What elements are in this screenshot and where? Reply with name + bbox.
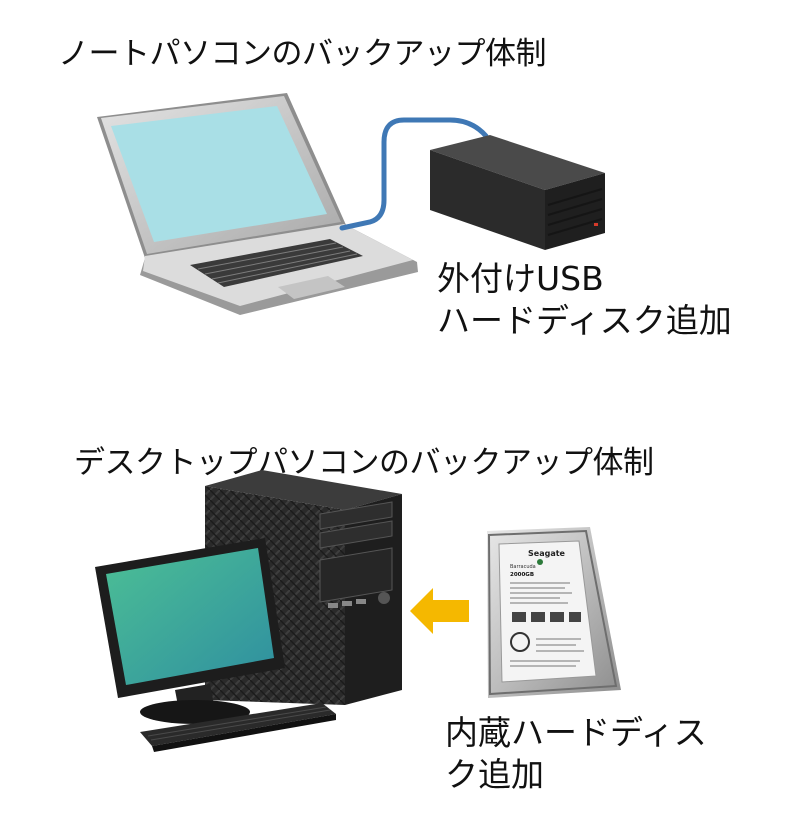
usb-cable: [339, 117, 489, 231]
external-hdd-illustration: [430, 135, 605, 250]
laptop-touchpad: [278, 276, 345, 299]
desktop-caption: 内蔵ハードディス ク追加: [445, 712, 707, 796]
desktop-section-title: デスクトップパソコンのバックアップ体制: [74, 445, 654, 481]
desktop-caption-line2: ク追加: [445, 755, 544, 794]
internal-hdd-illustration: Seagate Barracuda 2000GB: [487, 527, 621, 698]
hdd-capacity: 2000GB: [510, 572, 534, 578]
hdd-model: Barracuda: [510, 564, 536, 570]
laptop-caption-line1: 外付けUSB: [437, 259, 604, 298]
desktop-caption-line1: 内蔵ハードディス: [445, 713, 707, 752]
laptop-screen: [111, 106, 327, 242]
monitor-illustration: [95, 538, 285, 724]
arrow-left-icon: [410, 588, 469, 634]
laptop-caption-line2: ハードディスク追加: [437, 301, 732, 340]
monitor-screen: [106, 548, 274, 685]
desktop-keyboard-illustration: [140, 703, 336, 752]
hdd-brand: Seagate: [528, 549, 566, 558]
laptop-caption: 外付けUSB ハードディスク追加: [437, 258, 732, 342]
laptop-illustration: [97, 93, 418, 315]
laptop-section-title: ノートパソコンのバックアップ体制: [58, 36, 547, 72]
